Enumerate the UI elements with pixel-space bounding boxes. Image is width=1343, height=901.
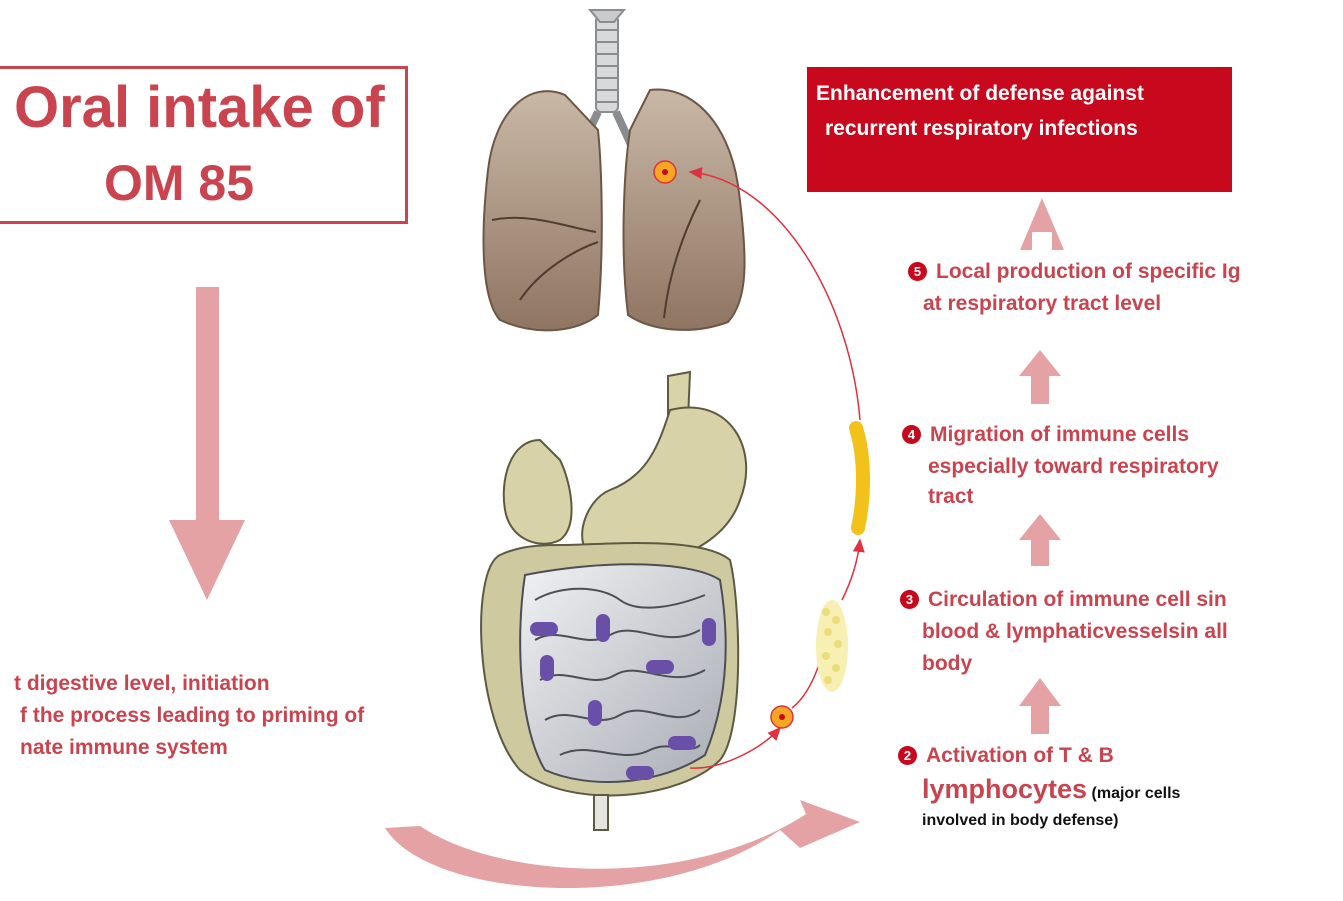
lymphocyte-cell-icon [771,706,793,728]
step-5-badge: 5 [908,262,927,281]
digestive-text-line-1: t digestive level, initiation [14,668,270,699]
step-5-line-2: at respiratory tract level [923,288,1161,319]
step-2-badge: 2 [898,746,917,765]
step-3-line-2: blood & lymphaticvesselsin all [922,616,1228,647]
title-line-2: OM 85 [104,154,254,212]
step-2-emphasis: lymphocytes [922,774,1087,804]
title-line-1: Oral intake of [14,76,385,140]
step-4-line-1: 4 Migration of immune cells [902,419,1189,450]
lungs-illustration [484,10,745,330]
step-4-line-3: tract [928,481,974,512]
digestive-system-illustration [481,372,746,830]
outcome-box: Enhancement of defense against recurrent… [807,67,1232,192]
outcome-line-1: Enhancement of defense against [816,77,1144,111]
lymphocyte-cell-icon [654,161,676,183]
step-3-line-1: 3 Circulation of immune cell sin [900,584,1227,615]
step-5-line-1: 5 Local production of specific Ig [908,256,1241,287]
curved-arrow-icon [385,800,860,888]
step-2-line-1: 2 Activation of T & B [898,740,1114,771]
digestive-text-line-2: f the process leading to priming of [20,700,364,731]
up-arrow-icon-4 [1019,678,1061,734]
step-3-line-3: body [922,648,972,679]
lymph-vessel-icon [856,428,863,528]
step-2-note-1: (major cells [1092,785,1181,802]
up-arrow-icon-3 [1019,514,1061,566]
step-5-text-1: Local production of specific Ig [936,260,1241,283]
up-arrow-icon-2 [1019,350,1061,404]
step-3-text-1: Circulation of immune cell sin [928,588,1227,611]
step-4-badge: 4 [902,425,921,444]
digestive-text-line-3: nate immune system [20,732,228,763]
step-3-badge: 3 [900,590,919,609]
down-arrow-icon [169,287,245,600]
step-2-line-2: lymphocytes (major cells [922,774,1180,805]
up-arrow-icon-1 [1020,198,1064,250]
step-4-text-1: Migration of immune cells [930,423,1189,446]
lymph-node-cluster-icon [816,600,848,692]
outcome-line-2: recurrent respiratory infections [825,112,1138,146]
step-4-line-2: especially toward respiratory [928,451,1219,482]
step-2-text-1: Activation of T & B [926,744,1114,767]
step-2-note-2: involved in body defense) [922,812,1118,830]
